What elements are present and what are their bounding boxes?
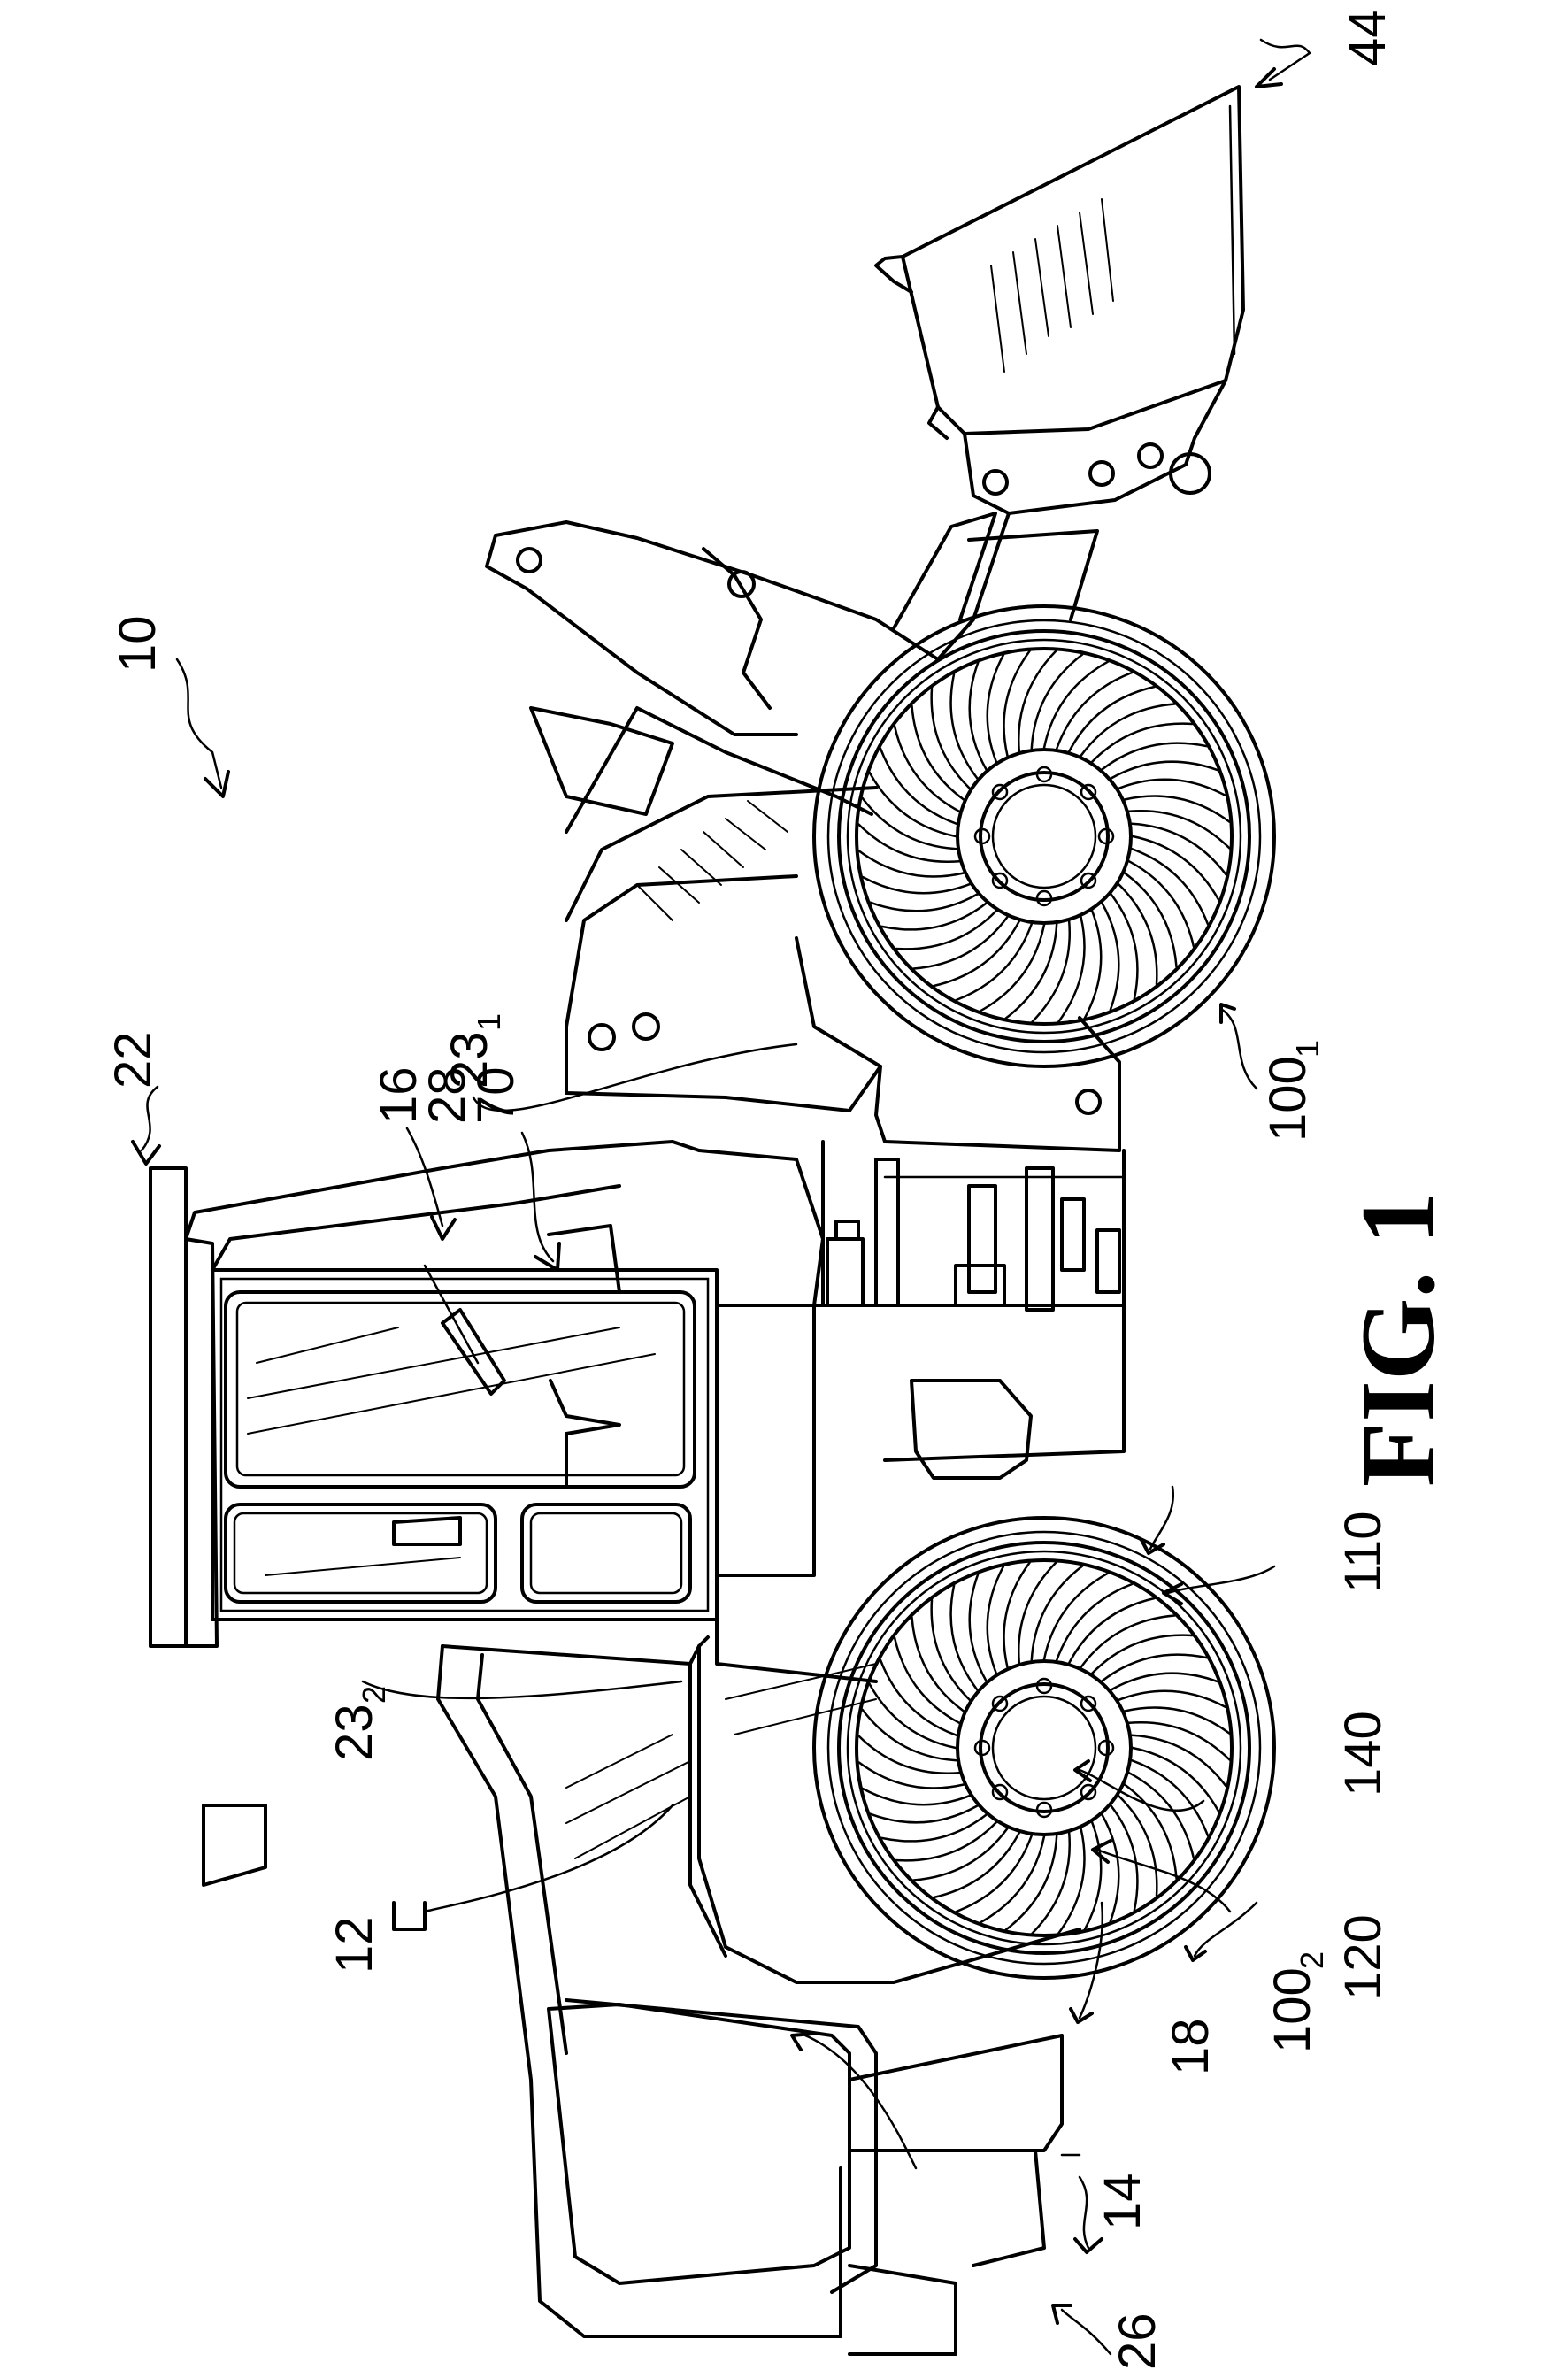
wheel-spoke [951, 673, 978, 778]
label-100-1: 100 [1259, 1056, 1317, 1142]
wheel-spoke [1103, 743, 1207, 770]
wheel-spoke [880, 749, 957, 824]
wheel-spoke [871, 895, 978, 912]
label-44: 44 [1339, 9, 1396, 66]
wheel-spoke [957, 1835, 1032, 1912]
bucket [876, 87, 1243, 513]
wheel-spoke [912, 1618, 965, 1712]
wheel-spoke [895, 1637, 959, 1723]
wheel-spoke [1033, 1833, 1070, 1934]
label-100-2: 100 [1264, 1967, 1321, 2053]
reference-labels: 10 44 22 16 28 70 23 1 23 2 12 18 14 26 … [104, 9, 1457, 2370]
wheel-spoke [988, 655, 1003, 762]
wheel-spoke [1032, 1566, 1082, 1661]
wheel-spoke [1132, 849, 1208, 924]
wheel-spoke [1111, 895, 1138, 999]
wheel-spoke [881, 904, 986, 930]
wheel-spoke [859, 1762, 964, 1788]
wheel-spoke [1129, 1773, 1194, 1858]
wheel-spoke [1125, 796, 1229, 821]
wheel-spoke [988, 1566, 1003, 1674]
wheel-spoke [1032, 655, 1082, 750]
wheel-spoke [1129, 811, 1230, 848]
hydraulic-assembly [823, 1142, 1124, 1310]
wheel-spoke [1081, 704, 1175, 757]
wheel-spoke [914, 917, 1008, 969]
wheel-spoke [957, 924, 1032, 1000]
label-14: 14 [1094, 2173, 1151, 2230]
wheel-spoke [1125, 873, 1177, 967]
wheel-spoke [1111, 762, 1218, 779]
wheel-spoke [934, 1833, 1019, 1897]
label-10: 10 [109, 615, 166, 673]
label-22: 22 [104, 1031, 162, 1089]
wheel-spoke [1069, 687, 1155, 751]
wheel-spoke [1006, 924, 1057, 1019]
label-23-2: 23 [326, 1704, 383, 1761]
wheel-spoke [1018, 1562, 1056, 1663]
boom-arm [487, 513, 1097, 1050]
wheel-spoke [1081, 1616, 1175, 1668]
wheel-spoke [871, 1806, 978, 1823]
wheel-spoke [1103, 1655, 1207, 1681]
wheel-spoke [1085, 1822, 1101, 1929]
wheel-spoke [863, 877, 970, 893]
wheel-spoke [970, 1574, 987, 1681]
label-120: 120 [1334, 1914, 1392, 2000]
wheel-spoke [859, 850, 964, 876]
wheel-spoke [1129, 861, 1194, 946]
wheel-spoke [1103, 1815, 1119, 1922]
wheel-spoke [1125, 1707, 1229, 1733]
wheel-spoke [1129, 1722, 1230, 1759]
wheel-spoke [895, 726, 959, 812]
wheel-spoke [1003, 651, 1029, 756]
wheel-spoke [1132, 824, 1226, 874]
wheel-spoke [1058, 1828, 1084, 1933]
wheel-spoke [881, 1815, 986, 1842]
wheel-spoke [1132, 1735, 1226, 1786]
wheel-spoke [1057, 1584, 1132, 1660]
rear-wheel [814, 1518, 1274, 1978]
label-23-2-subscript: 2 [356, 1686, 392, 1704]
label-100-1-subscript: 1 [1289, 1040, 1326, 1058]
wheel-spoke [1033, 921, 1070, 1022]
wheel-spoke [970, 663, 987, 770]
label-110: 110 [1334, 1512, 1392, 1593]
wheel-spoke [1057, 673, 1132, 749]
wheel-spoke [1003, 1563, 1029, 1667]
wheel-spoke [1132, 1760, 1208, 1835]
wheel-spoke [1018, 650, 1056, 751]
wheel-spoke [1085, 911, 1101, 1018]
wheel-spoke [914, 1828, 1008, 1881]
wheel-spoke [858, 825, 959, 862]
wheel-spoke [1111, 1674, 1218, 1690]
label-100-2-subscript: 2 [1294, 1951, 1330, 1969]
wheel-spoke [1118, 1691, 1226, 1707]
wheel-spoke [934, 921, 1019, 986]
wheel-spoke [912, 706, 965, 800]
front-wheel [814, 606, 1274, 1066]
figure-caption: FIG. 1 [1339, 1192, 1457, 1487]
wheel-spoke [1006, 1835, 1057, 1930]
wheel-spoke [863, 1789, 970, 1804]
label-140: 140 [1334, 1711, 1392, 1797]
wheel-spoke [880, 1660, 957, 1735]
wheel-spoke [1058, 917, 1084, 1021]
wheel-spoke [863, 798, 957, 849]
label-18: 18 [1162, 2018, 1219, 2075]
wheel-spoke [1069, 1598, 1155, 1663]
label-12: 12 [326, 1916, 383, 1974]
wheel-spoke [863, 1710, 957, 1760]
wheel-spoke [1103, 904, 1119, 1011]
wheel-spoke [1118, 780, 1226, 796]
wheel-spoke [858, 1736, 959, 1774]
leader-lines [133, 40, 1310, 2354]
label-26: 26 [1109, 2312, 1166, 2370]
front-frame [566, 938, 1119, 1150]
wheel-spoke [951, 1585, 978, 1689]
label-23-1-subscript: 1 [471, 1013, 507, 1031]
label-23-1: 23 [441, 1031, 498, 1089]
